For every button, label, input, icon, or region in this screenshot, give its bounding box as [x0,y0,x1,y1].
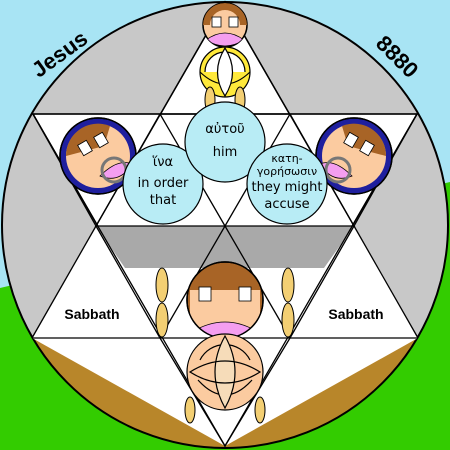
bottom-flower [186,333,264,411]
lower-petals [155,267,295,424]
side-label-right: Sabbath [328,306,383,322]
bubble-left-greek: ἵνα [152,155,173,170]
bubble-left: ἵνα in order that [122,143,204,225]
right-face-medallion [315,117,393,195]
bubble-center-line1: him [213,145,238,160]
bubble-right-line1: they might [251,180,322,195]
center-face-medallion [186,261,264,339]
top-face-medallion [202,2,248,48]
bubble-left-line1: in order [138,176,189,191]
side-label-left: Sabbath [64,306,119,322]
bubble-right-greek-2: γορήσωσιν [257,165,317,178]
bubble-right-greek-1: κατη- [271,152,302,165]
bubble-right: κατη- γορήσωσιν they might accuse [246,143,328,225]
center-gray-band [96,226,354,268]
bubble-center-greek: αὐτοῦ [205,122,244,137]
left-face-medallion [59,117,137,195]
yellow-trefoil [199,46,251,98]
bubble-right-line2: accuse [264,197,309,212]
bubble-center: αὐτοῦ him [184,101,266,183]
bubble-left-line2: that [150,193,176,208]
